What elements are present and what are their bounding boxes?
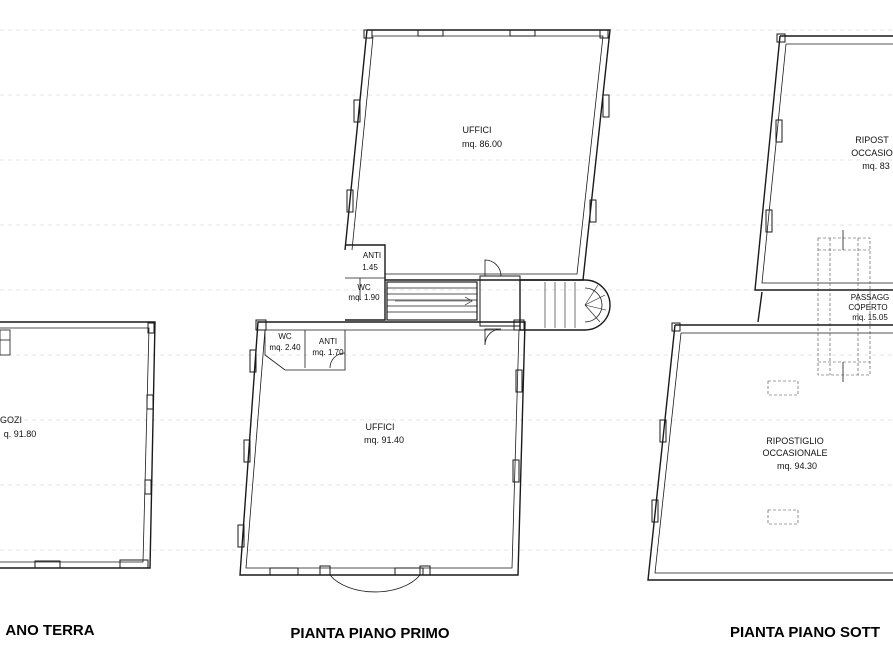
first-wc-bottom-area: mq. 2.40 (269, 343, 301, 352)
first-anti-bottom-area: mq. 1.70 (312, 348, 344, 357)
basement-lower-storage-name-1: RIPOSTIGLIO (766, 436, 824, 446)
first-floor-title: PIANTA PIANO PRIMO (290, 625, 450, 642)
basement-upper-storage-name-1: RIPOST (855, 135, 889, 145)
first-lower-office-name: UFFICI (366, 422, 395, 432)
basement-lower-storage-area: mq. 94.30 (777, 461, 817, 471)
ground-floor-plan: EGOZI q. 91.80 (0, 321, 156, 569)
basement-passage-name-2: COPERTO (848, 303, 887, 312)
ground-floor-title: ANO TERRA (5, 622, 94, 639)
drafting-grid (0, 29, 893, 551)
basement-upper-storage-name-2: OCCASIO (851, 148, 893, 158)
basement-floor-title: PIANTA PIANO SOTT (730, 624, 880, 641)
first-wc-top-area: mq. 1.90 (348, 293, 380, 302)
basement-passage-area: mq. 15.05 (852, 313, 888, 322)
first-wc-top-name: WC (357, 283, 371, 292)
first-anti-top-area: 1.45 (362, 263, 378, 272)
basement-upper-storage-area: mq. 83 (862, 161, 890, 171)
first-wc-bottom-name: WC (278, 332, 292, 341)
first-floor-plan: UFFICI mq. 86.00 ANTI 1.45 WC mq. 1.90 (237, 29, 611, 593)
ground-shop-name: EGOZI (0, 415, 22, 425)
first-anti-top-name: ANTI (363, 251, 381, 260)
first-anti-bottom-name: ANTI (319, 337, 337, 346)
basement-passage-name-1: PASSAGG (851, 293, 890, 302)
ground-shop-area: q. 91.80 (4, 429, 37, 439)
first-upper-office-area: mq. 86.00 (462, 139, 502, 149)
basement-lower-storage-name-2: OCCASIONALE (762, 448, 827, 458)
basement-floor-plan: RIPOST OCCASIO mq. 83 PASSAGG COPERTO mq… (647, 33, 893, 581)
first-lower-office-area: mq. 91.40 (364, 435, 404, 445)
first-upper-office-name: UFFICI (463, 125, 492, 135)
